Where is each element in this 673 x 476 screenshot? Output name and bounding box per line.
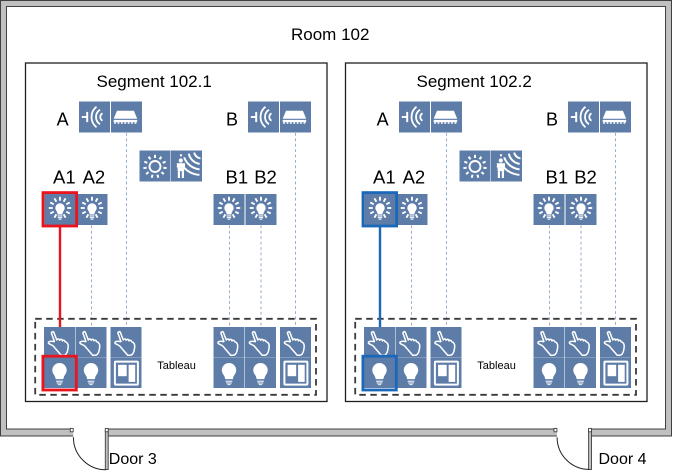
svg-text:A2: A2 [83,167,106,188]
svg-text:B1: B1 [546,167,569,188]
svg-text:Room 102: Room 102 [291,25,369,44]
svg-text:B2: B2 [254,167,277,188]
svg-text:A: A [57,109,69,129]
svg-text:Door 3: Door 3 [109,451,157,468]
svg-text:A1: A1 [53,167,76,188]
svg-text:Segment 102.1: Segment 102.1 [97,72,212,91]
svg-text:A1: A1 [373,167,396,188]
svg-text:Segment 102.2: Segment 102.2 [417,72,532,91]
svg-text:Tableau: Tableau [477,360,516,372]
svg-text:A: A [377,109,389,129]
svg-text:B: B [226,109,238,129]
svg-text:B2: B2 [574,167,597,188]
svg-text:Door 4: Door 4 [599,451,647,468]
svg-text:Tableau: Tableau [157,360,196,372]
svg-text:B: B [546,109,558,129]
svg-text:A2: A2 [403,167,426,188]
svg-text:B1: B1 [226,167,249,188]
